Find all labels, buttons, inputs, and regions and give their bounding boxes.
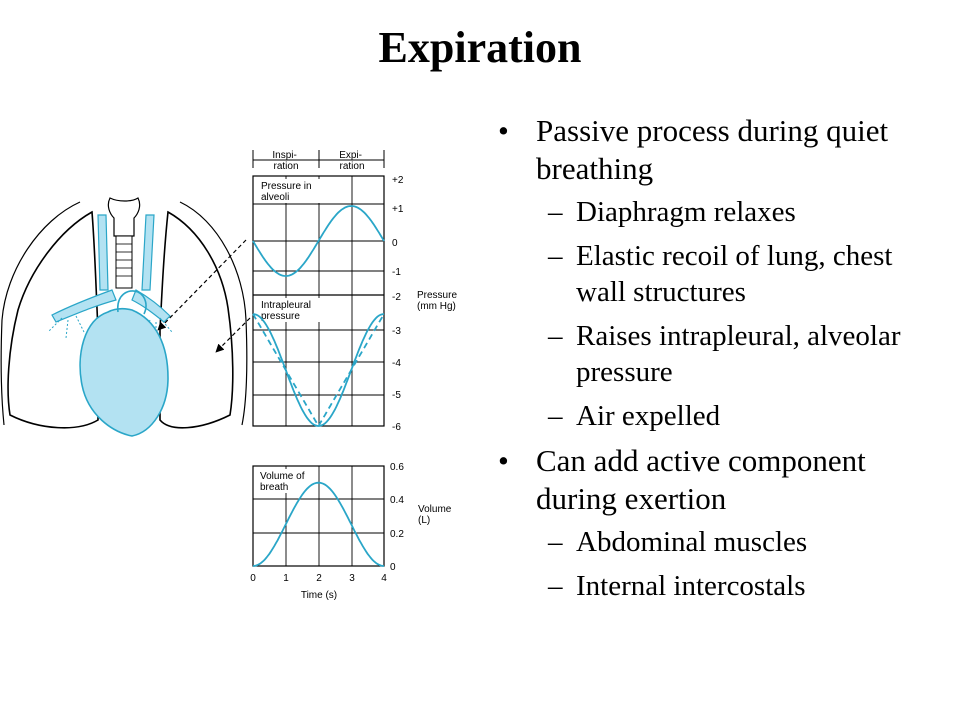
bullet-text: Air expelled bbox=[576, 400, 721, 432]
respiration-figure: Inspi- ration Expi- ration Pressure in a… bbox=[0, 140, 490, 615]
tick-label: -2 bbox=[392, 292, 401, 303]
bullet-item: •Can add active component during exertio… bbox=[498, 443, 866, 516]
bullet-text: Passive process during quiet breathing bbox=[536, 113, 889, 186]
volume-ticks: 0.6 0.4 0.2 0 bbox=[390, 462, 404, 573]
tick-label: -3 bbox=[392, 326, 401, 337]
chest-wall bbox=[0, 201, 248, 426]
intrapleural-panel-label: Intrapleural pressure bbox=[261, 300, 314, 322]
alveoli-label-bg bbox=[258, 179, 324, 203]
alveoli-label-line-1: Pressure in bbox=[261, 181, 312, 192]
slide-title: Expiration bbox=[378, 23, 582, 72]
sub-bullet-item: –Raises intrapleural, alveolar pressure bbox=[548, 320, 901, 388]
tick-label: 0.2 bbox=[390, 529, 404, 540]
volume-graph-frame bbox=[252, 465, 385, 567]
tick-label: -4 bbox=[392, 358, 401, 369]
bullet-text: Raises intrapleural, alveolar pressure bbox=[576, 320, 901, 388]
tick-label: 0.6 bbox=[390, 462, 404, 473]
alveoli-ticks: +2 +1 0 -1 bbox=[392, 175, 404, 278]
inspiration-line-1: Inspi- bbox=[272, 150, 296, 161]
sub-bullet-item: –Internal intercostals bbox=[548, 570, 806, 602]
x-tick-label: 0 bbox=[250, 573, 256, 584]
left-bronchus bbox=[51, 289, 117, 323]
bullet-item: •Passive process during quiet breathing bbox=[498, 113, 889, 186]
tick-label: -5 bbox=[392, 390, 401, 401]
bullet-text: Abdominal muscles bbox=[576, 526, 808, 558]
expiration-label: Expi- ration bbox=[339, 150, 365, 172]
aortic-arch bbox=[117, 290, 147, 315]
intrapleural-pressure-curve bbox=[252, 313, 385, 427]
inspiration-label: Inspi- ration bbox=[272, 150, 299, 172]
volume-panel-label: Volume of breath bbox=[260, 471, 307, 493]
alveolar-pressure-curve bbox=[252, 205, 385, 277]
bullet-text: Elastic recoil of lung, chest wall struc… bbox=[576, 240, 893, 308]
expiration-line-2: ration bbox=[339, 161, 364, 172]
tick-label: 0.4 bbox=[390, 495, 404, 506]
alveoli-label-line-2: alveoli bbox=[261, 192, 289, 203]
sub-bullet-item: –Diaphragm relaxes bbox=[548, 196, 796, 228]
pressure-unit-line-1: Pressure bbox=[417, 290, 457, 301]
volume-unit-line-1: Volume bbox=[418, 504, 452, 515]
breath-volume-curve bbox=[252, 481, 385, 567]
sub-bullet-item: –Air expelled bbox=[548, 400, 721, 432]
x-tick-label: 4 bbox=[381, 573, 387, 584]
x-tick-label: 2 bbox=[316, 573, 322, 584]
tick-label: +1 bbox=[392, 204, 404, 215]
right-lung-outline bbox=[159, 210, 234, 429]
intrapleural-pressure-dashed-curve bbox=[252, 313, 385, 428]
trachea-rings bbox=[116, 243, 132, 277]
phase-bracket bbox=[252, 150, 385, 168]
x-tick-label: 1 bbox=[283, 573, 289, 584]
bullet-text: Can add active component during exertion bbox=[536, 443, 866, 516]
thorax-illustration bbox=[0, 197, 248, 437]
volume-label-line-1: Volume of bbox=[260, 471, 305, 482]
intrapleural-label-line-1: Intrapleural bbox=[261, 300, 311, 311]
tick-label: +2 bbox=[392, 175, 404, 186]
bullet-list: •Passive process during quiet breathing … bbox=[498, 112, 948, 612]
dashed-arrow-intrapleural bbox=[215, 317, 251, 353]
expiration-line-1: Expi- bbox=[339, 150, 362, 161]
right-neck-vessel bbox=[141, 214, 155, 291]
volume-label-bg bbox=[258, 469, 312, 493]
intrapleural-label-bg bbox=[258, 298, 330, 322]
pressure-unit-line-2: (mm Hg) bbox=[417, 301, 456, 312]
sub-bullet-item: –Abdominal muscles bbox=[548, 526, 808, 558]
time-axis-label: Time (s) bbox=[301, 590, 337, 601]
volume-unit-line-2: (L) bbox=[418, 515, 430, 526]
trachea bbox=[115, 235, 133, 289]
larynx-shape bbox=[107, 197, 141, 237]
heart bbox=[79, 307, 169, 437]
tick-label: -1 bbox=[392, 267, 401, 278]
bullet-text: Diaphragm relaxes bbox=[576, 196, 796, 228]
left-neck-vessel bbox=[97, 214, 109, 291]
intrapleural-ticks: -2 -3 -4 -5 -6 bbox=[392, 292, 401, 433]
sub-bullet-item: –Elastic recoil of lung, chest wall stru… bbox=[548, 240, 893, 308]
intrapleural-label-line-2: pressure bbox=[261, 311, 300, 322]
respiration-diagram: Inspi- ration Expi- ration Pressure in a… bbox=[0, 150, 460, 601]
bullet-text: Internal intercostals bbox=[576, 570, 806, 602]
alveoli-panel-label: Pressure in alveoli bbox=[261, 181, 314, 203]
inspiration-line-2: ration bbox=[273, 161, 298, 172]
volume-unit-label: Volume (L) bbox=[418, 504, 454, 526]
pressure-unit-label: Pressure (mm Hg) bbox=[417, 290, 460, 312]
tick-label: 0 bbox=[392, 238, 398, 249]
left-bronchioles bbox=[47, 315, 85, 339]
dashed-arrow-alveoli bbox=[157, 239, 247, 331]
tick-label: 0 bbox=[390, 562, 396, 573]
x-tick-label: 3 bbox=[349, 573, 355, 584]
volume-label-line-2: breath bbox=[260, 482, 288, 493]
tick-label: -6 bbox=[392, 422, 401, 433]
time-axis-ticks: 0 1 2 3 4 bbox=[250, 573, 387, 584]
